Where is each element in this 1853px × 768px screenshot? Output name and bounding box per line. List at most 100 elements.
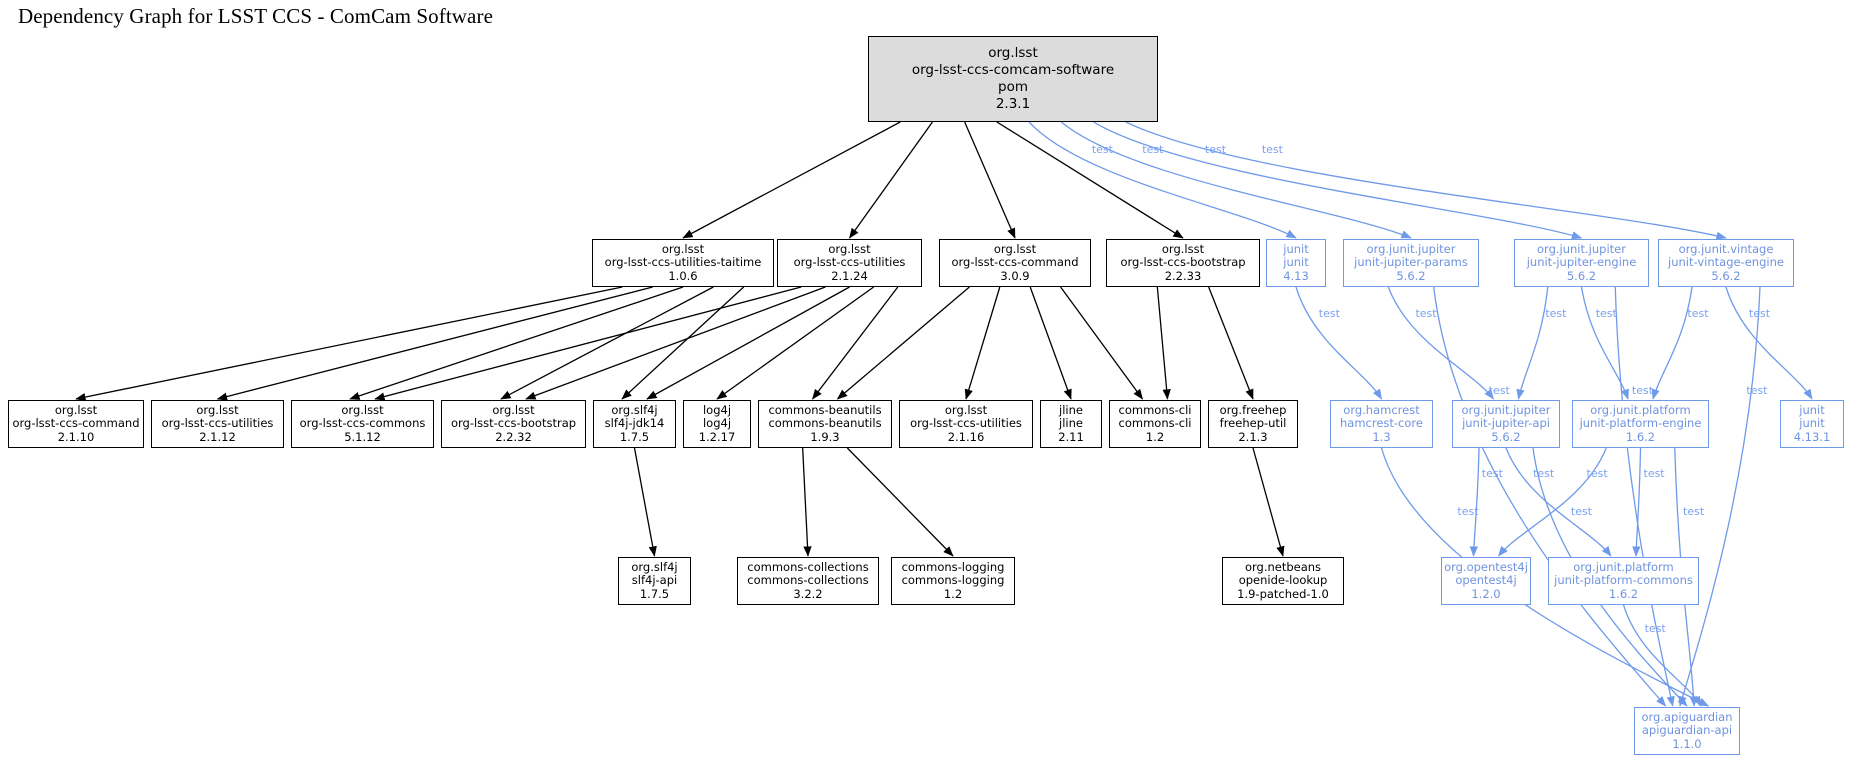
- graph-edge-jupiter-api-to-opentest4j: [1469, 447, 1480, 557]
- node-artifact: slf4j-api: [631, 573, 678, 588]
- node-group: org.junit.vintage: [1678, 241, 1774, 256]
- node-version: 1.2.17: [698, 429, 736, 444]
- node-group: org.freehep: [1219, 402, 1287, 417]
- node-group: org.lsst: [993, 241, 1037, 256]
- graph-edge-command-309-to-commons-cli: [1060, 286, 1144, 400]
- graph-edge-bootstrap-2233-to-freehep-util: [1208, 286, 1254, 400]
- node-artifact: commons-beanutils: [768, 416, 882, 431]
- node-artifact: junit: [1799, 416, 1825, 431]
- node-version: 2.2.32: [495, 429, 532, 444]
- graph-edge-jupiter-engine-to-jupiter-api: [1516, 286, 1549, 400]
- node-version: 1.2: [1145, 429, 1165, 444]
- node-artifact: org-lsst-ccs-command: [12, 416, 140, 431]
- node-group: org.lsst: [341, 402, 384, 417]
- node-group: org.lsst: [828, 241, 871, 256]
- graph-edge-slf4j-jdk14-to-slf4j-api: [633, 447, 657, 557]
- graph-edge-root-to-utilities-taitime: [682, 121, 901, 239]
- node-version: 1.9.3: [810, 429, 840, 444]
- edge-scope-label: test: [1261, 143, 1283, 156]
- node-group: org.lsst: [54, 402, 98, 417]
- node-version: 3.0.9: [1000, 268, 1030, 283]
- edge-scope-label: test: [1533, 467, 1555, 480]
- node-group: org.apiguardian: [1641, 709, 1733, 724]
- node-version: 2.2.33: [1164, 268, 1202, 283]
- node-version: 2.1.24: [831, 268, 868, 283]
- graph-edge-jupiter-params-to-jupiter-api: [1387, 286, 1495, 400]
- graph-edge-jupiter-api-to-platform-commons: [1505, 447, 1612, 557]
- node-version: 1.7.5: [639, 586, 670, 601]
- node-version: 5.6.2: [1396, 268, 1426, 283]
- node-group: org.junit.platform: [1573, 559, 1674, 574]
- graph-edge-root-to-bootstrap-2233: [996, 121, 1184, 239]
- graph-edge-freehep-util-to-openide-lookup: [1252, 447, 1285, 557]
- node-artifact: org-lsst-ccs-comcam-software: [911, 62, 1115, 78]
- graph-edge-utilities-2124-to-commons-5112: [374, 286, 802, 401]
- edge-scope-label: test: [1481, 467, 1503, 480]
- node-version: 1.2: [943, 586, 963, 601]
- graph-edge-vintage-engine-to-platform-engine: [1651, 286, 1693, 400]
- graph-edge-command-309-to-commons-beanutils: [836, 286, 970, 400]
- edge-scope-label: test: [1644, 622, 1666, 636]
- node-version: 5.6.2: [1491, 429, 1521, 444]
- graph-edge-vintage-engine-to-junit-4131: [1725, 286, 1813, 400]
- node-version: 1.7.5: [619, 429, 650, 444]
- edge-scope-label: test: [1586, 467, 1608, 480]
- node-artifact: log4j: [702, 416, 732, 431]
- edge-scope-label: test: [1091, 143, 1113, 156]
- node-artifact: junit-platform-commons: [1554, 573, 1693, 588]
- node-group: org.lsst: [944, 402, 988, 417]
- node-version: 1.9-patched-1.0: [1237, 586, 1329, 601]
- graph-edge-root-to-jupiter-params: [1060, 121, 1412, 239]
- edge-scope-label: test: [1545, 307, 1567, 320]
- node-artifact: junit-vintage-engine: [1668, 255, 1784, 270]
- graph-edge-utilities-2124-to-log4j: [716, 286, 875, 400]
- node-artifact: jline: [1059, 416, 1083, 431]
- graph-edge-root-to-jupiter-engine: [1093, 121, 1583, 240]
- node-version: 2.1.16: [947, 429, 985, 444]
- node-group: junit: [1799, 402, 1825, 417]
- node-version: 1.6.2: [1625, 429, 1656, 444]
- node-version: 5.6.2: [1711, 268, 1741, 283]
- edge-scope-label: test: [1631, 383, 1654, 397]
- graph-edge-command-309-to-utilities-2116: [964, 286, 1001, 400]
- graph-edge-command-309-to-jline: [1029, 286, 1072, 400]
- node-artifact: junit: [1283, 255, 1309, 270]
- edge-scope-label: test: [1687, 307, 1709, 320]
- node-version: 3.2.2: [793, 586, 823, 601]
- node-group: org.slf4j: [611, 402, 658, 417]
- node-artifact: org-lsst-ccs-utilities: [910, 416, 1022, 431]
- node-group: commons-collections: [747, 559, 869, 574]
- node-artifact: junit-jupiter-api: [1462, 416, 1550, 431]
